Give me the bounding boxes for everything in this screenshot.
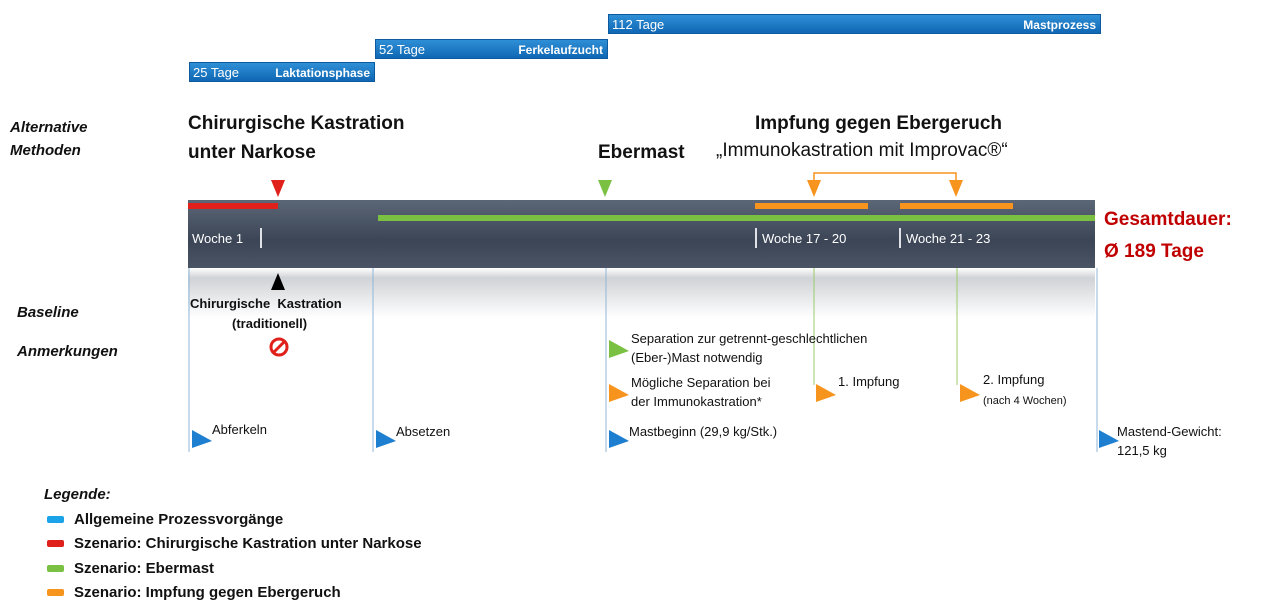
phase-name: Laktationsphase [275, 66, 370, 80]
blue-pointer-icon [192, 430, 212, 448]
phase-name: Ferkelaufzucht [518, 43, 603, 57]
timeline-bar [188, 200, 1095, 268]
legend-label: Szenario: Chirurgische Kastration unter … [74, 535, 422, 552]
orange-marker-icon [807, 180, 821, 197]
note-separation-1: Separation zur getrennt-geschlechtlichen [631, 331, 868, 346]
week-tick [899, 228, 901, 248]
orange-pointer-icon [816, 384, 836, 402]
blue-pointer-icon [1099, 430, 1119, 448]
legend-label: Szenario: Ebermast [74, 560, 215, 577]
note-abferkeln: Abferkeln [212, 422, 267, 437]
green-marker-icon [598, 180, 612, 197]
red-scenario-bar [188, 203, 278, 209]
legend-swatch [47, 516, 64, 523]
orange-scenario-bar-1 [755, 203, 868, 209]
note-moegliche-2: der Immunokastration* [631, 394, 762, 409]
phase-days: 52 Tage [379, 42, 426, 57]
forbidden-icon [269, 337, 289, 357]
red-marker-icon [271, 180, 285, 197]
orange-pointer-icon [609, 384, 629, 402]
note-moegliche-1: Mögliche Separation bei [631, 375, 771, 390]
method-ebermast-title: Ebermast [598, 142, 685, 163]
timeline-shadow [188, 268, 1095, 318]
green-pointer-icon [609, 340, 629, 358]
total-duration-label: Gesamtdauer: [1104, 209, 1232, 230]
week-tick [260, 228, 262, 248]
legend-title: Legende: [44, 486, 111, 503]
green-scenario-bar [378, 215, 1095, 221]
baseline-title-2: (traditionell) [232, 316, 308, 331]
method-impfung-subtitle: „Immunokastration mit Improvac®“ [716, 140, 1008, 161]
blue-pointer-icon [609, 430, 629, 448]
label-methoden: Methoden [10, 142, 81, 159]
note-impfung-2-sub: (nach 4 Wochen) [983, 395, 1067, 407]
note-mastend-1: Mastend-Gewicht: [1117, 424, 1222, 439]
week-17-label: Woche 17 - 20 [762, 231, 847, 246]
phase-days: 25 Tage [193, 65, 240, 80]
method-kastration-title-2: unter Narkose [188, 142, 316, 163]
note-impfung-2: 2. Impfung [983, 372, 1045, 387]
week-21-label: Woche 21 - 23 [906, 231, 991, 246]
legend-swatch [47, 589, 64, 596]
baseline-marker-icon [271, 273, 285, 290]
blue-pointer-icon [376, 430, 396, 448]
phase-days: 112 Tage [612, 17, 665, 32]
label-alternative: Alternative [10, 119, 88, 136]
legend-swatch [47, 540, 64, 547]
week-1-label: Woche 1 [192, 231, 244, 246]
label-anmerkungen: Anmerkungen [17, 343, 118, 360]
note-separation-2: (Eber-)Mast notwendig [631, 350, 763, 365]
baseline-title-1: Chirurgische Kastration [190, 296, 342, 311]
legend-label: Allgemeine Prozessvorgänge [74, 511, 284, 528]
phase-name: Mastprozess [1023, 18, 1096, 32]
method-impfung-title: Impfung gegen Ebergeruch [755, 113, 1003, 134]
orange-marker-icon [949, 180, 963, 197]
legend-swatch [47, 565, 64, 572]
note-mastbeginn: Mastbeginn (29,9 kg/Stk.) [629, 424, 778, 439]
total-duration-value: Ø 189 Tage [1104, 241, 1204, 262]
phase-ferkelaufzucht: 52 Tage Ferkelaufzucht [375, 39, 608, 59]
orange-pointer-icon [960, 384, 980, 402]
label-baseline: Baseline [17, 304, 79, 321]
note-absetzen: Absetzen [396, 424, 451, 439]
orange-bracket [813, 172, 957, 182]
legend-label: Szenario: Impfung gegen Ebergeruch [74, 584, 341, 601]
method-kastration-title-1: Chirurgische Kastration [188, 113, 405, 134]
note-impfung-1: 1. Impfung [838, 374, 900, 389]
phase-mastprozess: 112 Tage Mastprozess [608, 14, 1101, 34]
phase-laktation: 25 Tage Laktationsphase [189, 62, 375, 82]
note-mastend-2: 121,5 kg [1117, 443, 1167, 458]
week-tick [755, 228, 757, 248]
orange-scenario-bar-2 [900, 203, 1013, 209]
